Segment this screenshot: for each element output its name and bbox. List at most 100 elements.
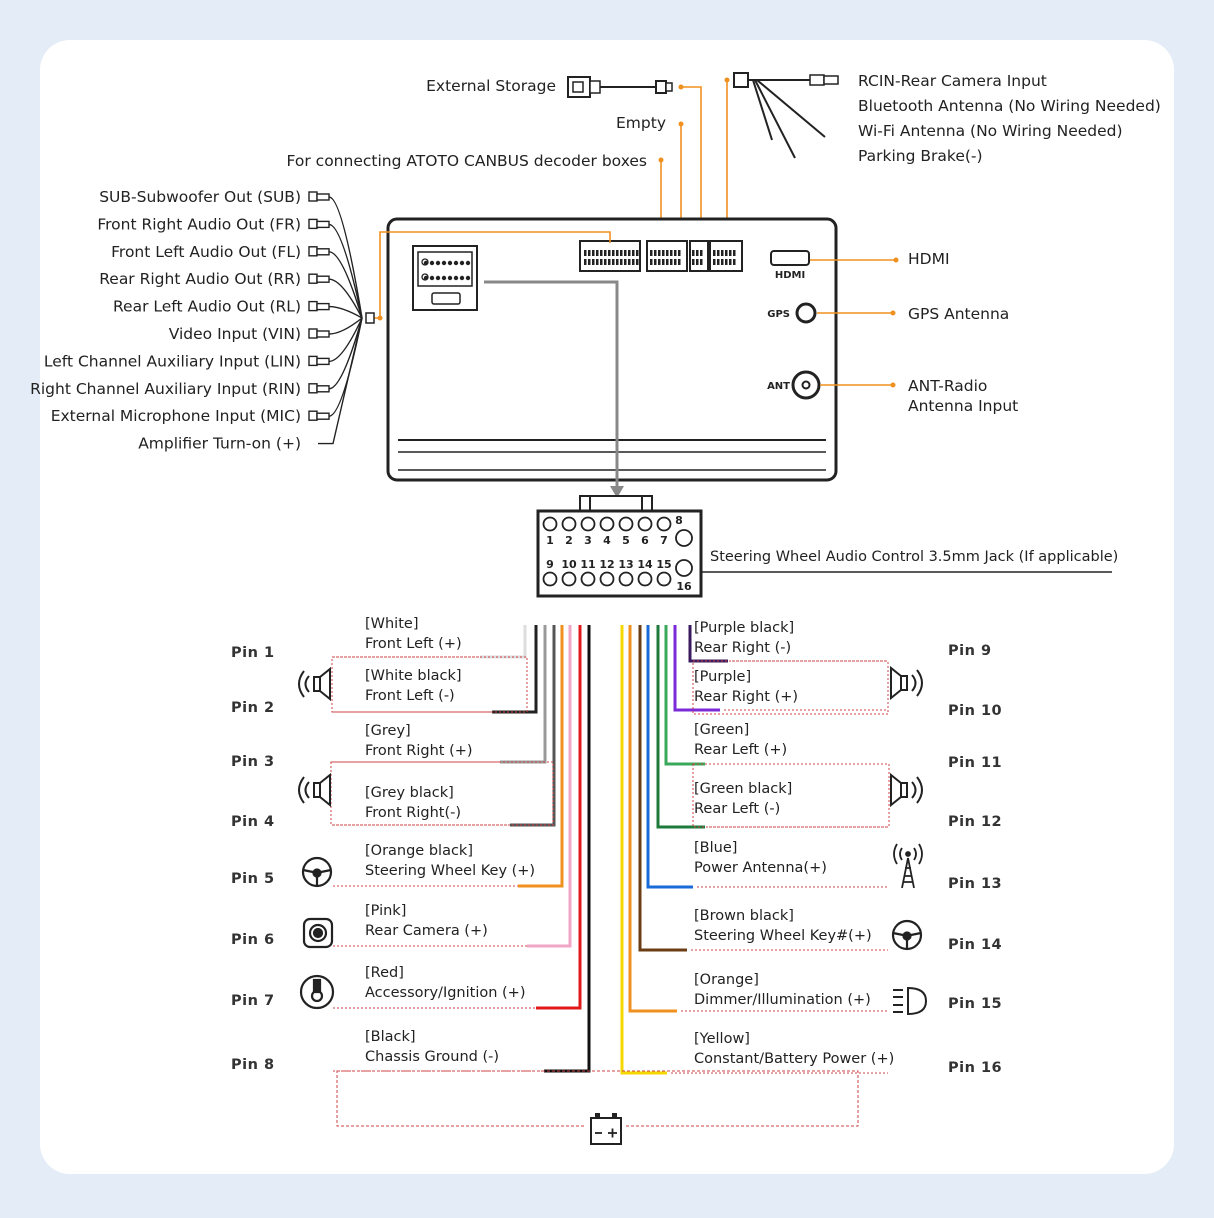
rca-label: Amplifier Turn-on (+) xyxy=(138,435,301,453)
camera-icon xyxy=(302,917,334,949)
wire xyxy=(628,625,677,1013)
group-box xyxy=(331,656,528,713)
wire-color-label: [Purple black] xyxy=(694,620,794,636)
wire-color-label: [Yellow] xyxy=(694,1031,750,1047)
pin-label: Pin 16 xyxy=(948,1060,1002,1076)
wire xyxy=(518,625,564,888)
rca-label: SUB-Subwoofer Out (SUB) xyxy=(99,188,301,206)
rca-label: Rear Right Audio Out (RR) xyxy=(99,270,301,288)
head-unit: HDMI GPS ANT xyxy=(386,217,838,482)
hdmi-port-icon xyxy=(770,250,810,266)
hdmi-port-label: HDMI xyxy=(775,270,805,281)
wire xyxy=(492,625,538,714)
pin-label: Pin 2 xyxy=(231,700,275,716)
wire xyxy=(620,625,667,1075)
speaker-icon xyxy=(298,772,331,808)
wire-function-label: Chassis Ground (-) xyxy=(365,1049,499,1065)
diagram-panel xyxy=(40,40,1174,1174)
rca-plug-icon xyxy=(308,246,330,257)
hdmi-label: HDMI xyxy=(908,250,950,268)
pin-number: 1 xyxy=(546,534,554,547)
gps-antenna-label: GPS Antenna xyxy=(908,305,1009,323)
wire-function-label: Rear Right (+) xyxy=(694,689,798,705)
pin-number: 16 xyxy=(676,580,692,593)
pin-label: Pin 1 xyxy=(231,645,275,661)
top-leader-dots xyxy=(658,77,730,163)
ant-radio-label: ANT-Radio xyxy=(908,377,987,395)
empty-label: Empty xyxy=(616,114,666,132)
rca-plug-icon xyxy=(308,273,330,284)
pin-label: Pin 3 xyxy=(231,754,275,770)
wire-function-label: Rear Camera (+) xyxy=(365,923,488,939)
group-box xyxy=(692,763,890,828)
wire-color-label: [Grey black] xyxy=(365,785,454,801)
pin-row-left: Pin 2[White black]Front Left (-) xyxy=(231,625,538,716)
wire-color-label: [Orange black] xyxy=(365,843,473,859)
wire-function-label: Power Antenna(+) xyxy=(694,860,827,876)
wire-color-label: [Grey] xyxy=(365,723,411,739)
wire-function-label: Dimmer/Illumination (+) xyxy=(694,992,871,1008)
wire-function-label: Rear Left (-) xyxy=(694,801,780,817)
pin-label: Pin 8 xyxy=(231,1057,275,1073)
wire xyxy=(527,625,572,948)
pin-row-left: Pin 1[White]Front Left (+) xyxy=(231,616,527,661)
pin-label: Pin 14 xyxy=(948,937,1002,953)
wifi-antenna-label: Wi-Fi Antenna (No Wiring Needed) xyxy=(858,122,1123,140)
wire-color-label: [Black] xyxy=(365,1029,416,1045)
wire-function-label: Rear Right (-) xyxy=(694,640,791,656)
speaker-icon xyxy=(890,772,923,808)
battery-icon xyxy=(336,1070,859,1150)
pin-number: 15 xyxy=(656,558,671,571)
pin-label: Pin 6 xyxy=(231,932,275,948)
wire-color-label: [Blue] xyxy=(694,840,737,856)
pin-wiring-area: Pin 1[White]Front Left (+)Pin 2[White bl… xyxy=(231,616,1002,1076)
speaker-icon xyxy=(890,665,923,701)
rca-plug-icon xyxy=(308,383,330,394)
parking-brake-label: Parking Brake(-) xyxy=(858,147,983,165)
pin-label: Pin 7 xyxy=(231,993,275,1009)
steering-jack-label: Steering Wheel Audio Control 3.5mm Jack … xyxy=(710,549,1118,565)
wire-color-label: [Brown black] xyxy=(694,908,794,924)
gps-port-icon xyxy=(795,302,817,324)
pin-row-right: Pin 16[Yellow]Constant/Battery Power (+) xyxy=(620,625,1002,1076)
rca-label: Front Left Audio Out (FL) xyxy=(111,243,301,261)
wire xyxy=(536,625,582,1010)
rca-plug-icon xyxy=(308,328,330,339)
wire xyxy=(646,625,693,889)
pin-number: 7 xyxy=(660,534,668,547)
pin-row-right: Pin 15[Orange]Dimmer/Illumination (+) xyxy=(628,625,1002,1013)
wire xyxy=(673,625,720,712)
wire-color-label: [Pink] xyxy=(365,903,406,919)
pin-number: 13 xyxy=(618,558,633,571)
wire xyxy=(688,625,728,663)
headlight-icon xyxy=(893,986,928,1016)
canbus-label: For connecting ATOTO CANBUS decoder boxe… xyxy=(287,152,647,170)
pin-number: 11 xyxy=(580,558,595,571)
wire-function-label: Steering Wheel Key#(+) xyxy=(694,928,872,944)
pin-number: 14 xyxy=(637,558,653,571)
usb-icon xyxy=(567,76,673,98)
pin-number: 8 xyxy=(675,514,683,527)
antenna-input-label: Antenna Input xyxy=(908,397,1018,415)
wire-function-label: Front Right (+) xyxy=(365,743,473,759)
wire-function-label: Accessory/Ignition (+) xyxy=(365,985,525,1001)
wire-function-label: Front Right(-) xyxy=(365,805,461,821)
rca-plug-icon xyxy=(308,410,330,421)
pin-row-right: Pin 14 [Brown black] Steering Wheel Key#(+… xyxy=(638,625,1002,953)
group-box xyxy=(692,660,889,715)
rca-plug-icon xyxy=(308,300,330,312)
pin-label: Pin 9 xyxy=(948,643,992,659)
group-box xyxy=(330,761,554,826)
wire-function-label: Steering Wheel Key (+) xyxy=(365,863,535,879)
pin-row-right: Pin 13[Blue]Power Antenna(+) xyxy=(646,625,1002,892)
antenna-icon xyxy=(893,843,923,889)
rca-label: Video Input (VIN) xyxy=(169,325,301,343)
pin-number: 12 xyxy=(599,558,614,571)
pin-label: Pin 11 xyxy=(948,755,1002,771)
pin-label: Pin 4 xyxy=(231,814,275,830)
ignition-key-icon xyxy=(299,974,335,1010)
pin-number: 9 xyxy=(546,558,554,571)
wire-function-label: Front Left (-) xyxy=(365,688,455,704)
